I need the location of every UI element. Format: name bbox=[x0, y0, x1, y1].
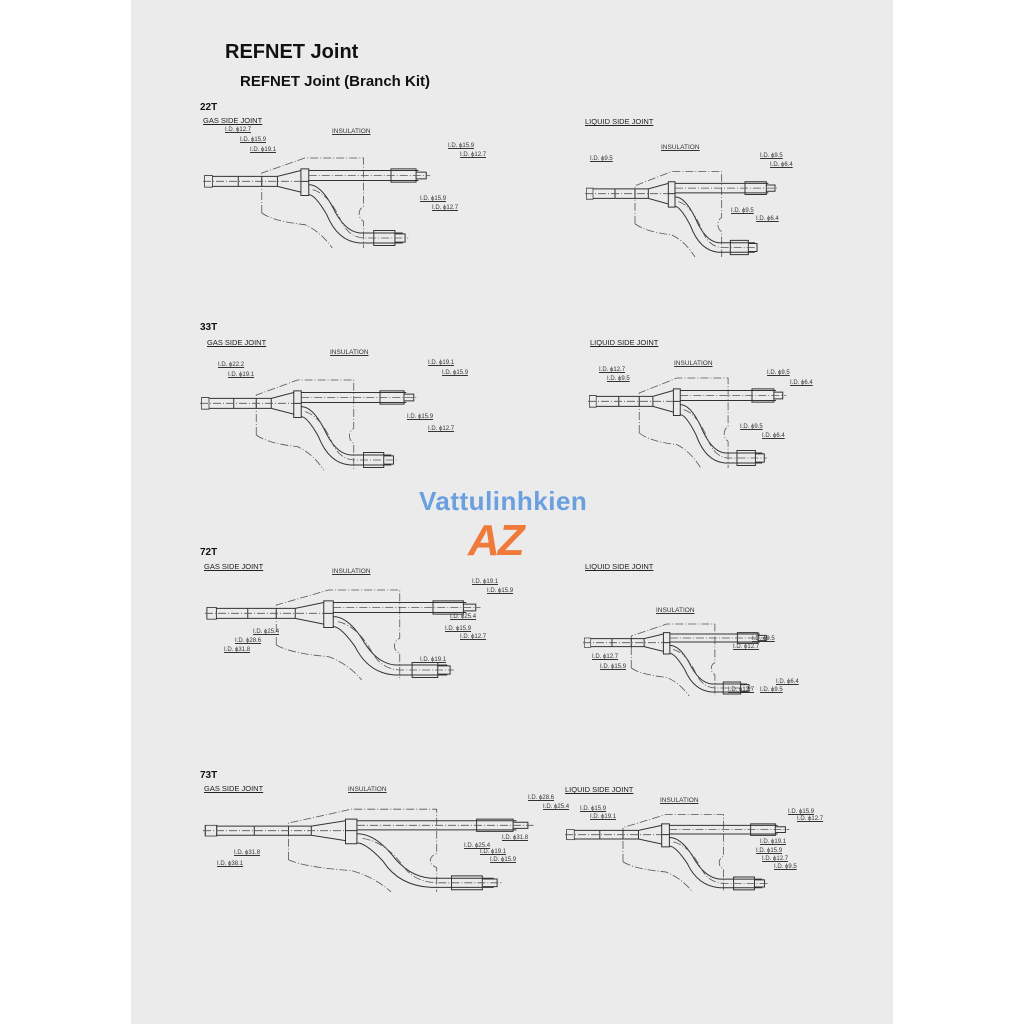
pipe-diameter-label: I.D. ϕ19.1 bbox=[590, 814, 617, 820]
gas-side-joint-drawing bbox=[205, 580, 490, 680]
pipe-diameter-label: I.D. ϕ12.7 bbox=[797, 816, 824, 822]
pipe-diameter-label: I.D. ϕ9.5 bbox=[607, 376, 630, 382]
liquid-side-joint-heading: LIQUID SIDE JOINT bbox=[585, 562, 654, 571]
pipe-diameter-label: I.D. ϕ19.1 bbox=[228, 372, 255, 378]
pipe-diameter-label: I.D. ϕ19.1 bbox=[760, 839, 787, 845]
pipe-diameter-label: I.D. ϕ31.8 bbox=[224, 647, 251, 653]
pipe-diameter-label: I.D. ϕ12.7 bbox=[225, 127, 252, 133]
pipe-diameter-label: I.D. ϕ12.7 bbox=[428, 426, 455, 432]
pipe-diameter-label: I.D. ϕ31.8 bbox=[234, 850, 261, 856]
pipe-diameter-label: I.D. ϕ9.5 bbox=[731, 208, 754, 214]
insulation-label: INSULATION bbox=[661, 144, 700, 151]
pipe-diameter-label: I.D. ϕ19.1 bbox=[480, 849, 507, 855]
pipe-diameter-label: I.D. ϕ12.7 bbox=[460, 634, 487, 640]
insulation-label: INSULATION bbox=[348, 786, 387, 793]
liquid-side-joint-drawing bbox=[588, 368, 793, 468]
pipe-diameter-label: I.D. ϕ9.5 bbox=[767, 370, 790, 376]
page-subtitle: REFNET Joint (Branch Kit) bbox=[240, 73, 430, 90]
pipe-diameter-label: I.D. ϕ9.5 bbox=[760, 687, 783, 693]
gas-side-joint-heading: GAS SIDE JOINT bbox=[203, 116, 263, 125]
watermark-logo: AZ bbox=[468, 516, 525, 565]
pipe-diameter-label: I.D. ϕ6.4 bbox=[776, 679, 799, 685]
pipe-diameter-label: I.D. ϕ6.4 bbox=[762, 433, 785, 439]
pipe-diameter-label: I.D. ϕ15.9 bbox=[756, 848, 783, 854]
pipe-diameter-label: I.D. ϕ15.9 bbox=[442, 370, 469, 376]
document-page bbox=[131, 0, 893, 1024]
pipe-diameter-label: I.D. ϕ15.9 bbox=[788, 809, 815, 815]
model-label: 33T bbox=[200, 322, 218, 333]
pipe-diameter-label: I.D. ϕ25.4 bbox=[464, 843, 491, 849]
pipe-diameter-label: I.D. ϕ19.1 bbox=[420, 657, 447, 663]
pipe-diameter-label: I.D. ϕ25.4 bbox=[253, 629, 280, 635]
pipe-diameter-label: I.D. ϕ19.1 bbox=[250, 147, 277, 153]
pipe-diameter-label: I.D. ϕ12.7 bbox=[592, 654, 619, 660]
pipe-diameter-label: I.D. ϕ9.5 bbox=[590, 156, 613, 162]
liquid-side-joint-heading: LIQUID SIDE JOINT bbox=[565, 785, 634, 794]
pipe-diameter-label: I.D. ϕ38.1 bbox=[217, 861, 244, 867]
liquid-side-joint-drawing bbox=[565, 806, 797, 892]
liquid-side-joint-heading: LIQUID SIDE JOINT bbox=[585, 117, 654, 126]
pipe-diameter-label: I.D. ϕ15.9 bbox=[407, 414, 434, 420]
gas-side-joint-heading: GAS SIDE JOINT bbox=[204, 562, 264, 571]
pipe-diameter-label: I.D. ϕ28.6 bbox=[235, 638, 262, 644]
insulation-label: INSULATION bbox=[674, 360, 713, 367]
pipe-diameter-label: I.D. ϕ9.5 bbox=[740, 424, 763, 430]
pipe-diameter-label: I.D. ϕ25.4 bbox=[543, 804, 570, 810]
liquid-side-joint-heading: LIQUID SIDE JOINT bbox=[590, 338, 659, 347]
model-label: 73T bbox=[200, 770, 218, 781]
liquid-side-joint-drawing bbox=[585, 162, 785, 257]
pipe-diameter-label: I.D. ϕ22.2 bbox=[218, 362, 245, 368]
insulation-label: INSULATION bbox=[332, 568, 371, 575]
pipe-diameter-label: I.D. ϕ6.4 bbox=[756, 216, 779, 222]
pipe-diameter-label: I.D. ϕ12.7 bbox=[432, 205, 459, 211]
pipe-diameter-label: I.D. ϕ9.5 bbox=[774, 864, 797, 870]
pipe-diameter-label: I.D. ϕ15.9 bbox=[600, 664, 627, 670]
page-title: REFNET Joint bbox=[225, 41, 359, 63]
pipe-diameter-label: I.D. ϕ19.1 bbox=[428, 360, 455, 366]
pipe-diameter-label: I.D. ϕ25.4 bbox=[450, 614, 477, 620]
gas-side-joint-drawing bbox=[203, 800, 545, 892]
insulation-label: INSULATION bbox=[656, 607, 695, 614]
model-label: 22T bbox=[200, 102, 218, 113]
watermark-text: Vattulinhkien bbox=[419, 486, 588, 516]
pipe-diameter-label: I.D. ϕ28.6 bbox=[528, 795, 555, 801]
pipe-diameter-label: I.D. ϕ31.8 bbox=[502, 835, 529, 841]
gas-side-joint-drawing bbox=[200, 370, 425, 470]
liquid-side-joint-drawing bbox=[583, 616, 776, 696]
pipe-diameter-label: I.D. ϕ15.9 bbox=[240, 137, 267, 143]
pipe-diameter-label: I.D. ϕ6.4 bbox=[790, 380, 813, 386]
gas-side-joint-heading: GAS SIDE JOINT bbox=[204, 784, 264, 793]
gas-side-joint-drawing bbox=[203, 148, 438, 248]
pipe-diameter-label: I.D. ϕ15.9 bbox=[420, 196, 447, 202]
pipe-diameter-label: I.D. ϕ12.7 bbox=[733, 644, 760, 650]
pipe-diameter-label: I.D. ϕ12.7 bbox=[728, 687, 755, 693]
pipe-diameter-label: I.D. ϕ15.9 bbox=[445, 626, 472, 632]
model-label: 72T bbox=[200, 547, 218, 558]
pipe-diameter-label: I.D. ϕ12.7 bbox=[762, 856, 789, 862]
pipe-diameter-label: I.D. ϕ15.9 bbox=[490, 857, 517, 863]
pipe-diameter-label: I.D. ϕ9.5 bbox=[760, 153, 783, 159]
insulation-label: INSULATION bbox=[660, 797, 699, 804]
insulation-label: INSULATION bbox=[332, 128, 371, 135]
pipe-diameter-label: I.D. ϕ15.9 bbox=[448, 143, 475, 149]
pipe-diameter-label: I.D. ϕ6.4 bbox=[770, 162, 793, 168]
pipe-diameter-label: I.D. ϕ12.7 bbox=[460, 152, 487, 158]
gas-side-joint-heading: GAS SIDE JOINT bbox=[207, 338, 267, 347]
pipe-diameter-label: I.D. ϕ15.9 bbox=[580, 806, 607, 812]
pipe-diameter-label: I.D. ϕ19.1 bbox=[472, 579, 499, 585]
pipe-diameter-label: I.D. ϕ9.5 bbox=[752, 636, 775, 642]
insulation-label: INSULATION bbox=[330, 349, 369, 356]
pipe-diameter-label: I.D. ϕ15.9 bbox=[487, 588, 514, 594]
pipe-diameter-label: I.D. ϕ12.7 bbox=[599, 367, 626, 373]
